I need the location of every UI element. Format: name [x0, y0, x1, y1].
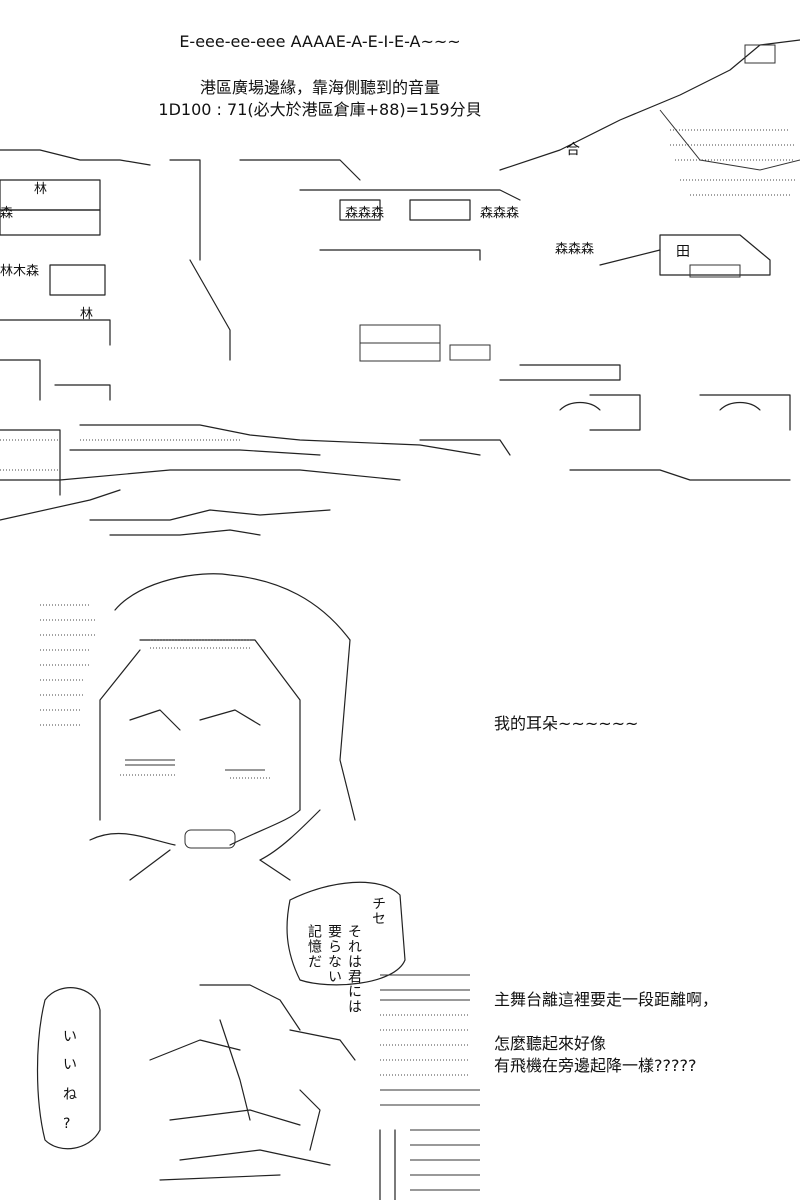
- speech-bubble-left: [36, 987, 101, 1150]
- mouth: [184, 829, 236, 849]
- forest-label-left-2: 林: [80, 307, 94, 322]
- field-label: 田: [676, 244, 690, 260]
- caption-line-1: E-eee-ee-eee AAAAE-A-E-I-E-A~~~: [179, 32, 461, 51]
- right-eye: [199, 709, 261, 726]
- bubble-right-col-3: 要らない: [326, 924, 342, 984]
- bubble-right-col-2: 記憶だ: [306, 924, 322, 969]
- harbor-sign: 合: [566, 142, 580, 158]
- bubble-left-char-2: い: [63, 1057, 77, 1073]
- narration-line-3: 有飛機在旁邊起降一樣?????: [494, 1056, 697, 1075]
- forest-label-b: 森森森: [480, 206, 520, 221]
- lin-label: 林: [34, 182, 48, 197]
- harbor-scene-art: [0, 39, 800, 536]
- forest-label-a: 森森森: [345, 206, 385, 221]
- bubble-left-char-4: ?: [63, 1116, 71, 1132]
- hair-top: [114, 573, 351, 641]
- bubble-left-char-1: い: [63, 1029, 77, 1045]
- bubble-right-col-1: チセ: [370, 896, 386, 926]
- building-field: [659, 234, 771, 276]
- bubble-right-col-4: それは君には: [346, 924, 362, 1014]
- bubble-left-char-3: ね: [63, 1087, 77, 1103]
- narration-line-1: 主舞台離這裡要走一段距離啊，: [494, 990, 719, 1009]
- sen-label: 森: [0, 206, 14, 221]
- ears-text: 我的耳朵~~~~~~: [494, 714, 639, 733]
- speech-bubble-right: [286, 881, 406, 986]
- forest-label-left: 林木森: [0, 264, 40, 279]
- left-eye: [129, 709, 181, 731]
- caption-line-2: 港區廣場邊緣，靠海側聽到的音量: [199, 78, 440, 97]
- forest-label-c: 森森森: [555, 242, 595, 257]
- caption-line-3: 1D100 : 71(必大於港區倉庫+88)=159分貝: [158, 100, 482, 119]
- narration-line-2: 怎麼聽起來好像: [494, 1034, 607, 1053]
